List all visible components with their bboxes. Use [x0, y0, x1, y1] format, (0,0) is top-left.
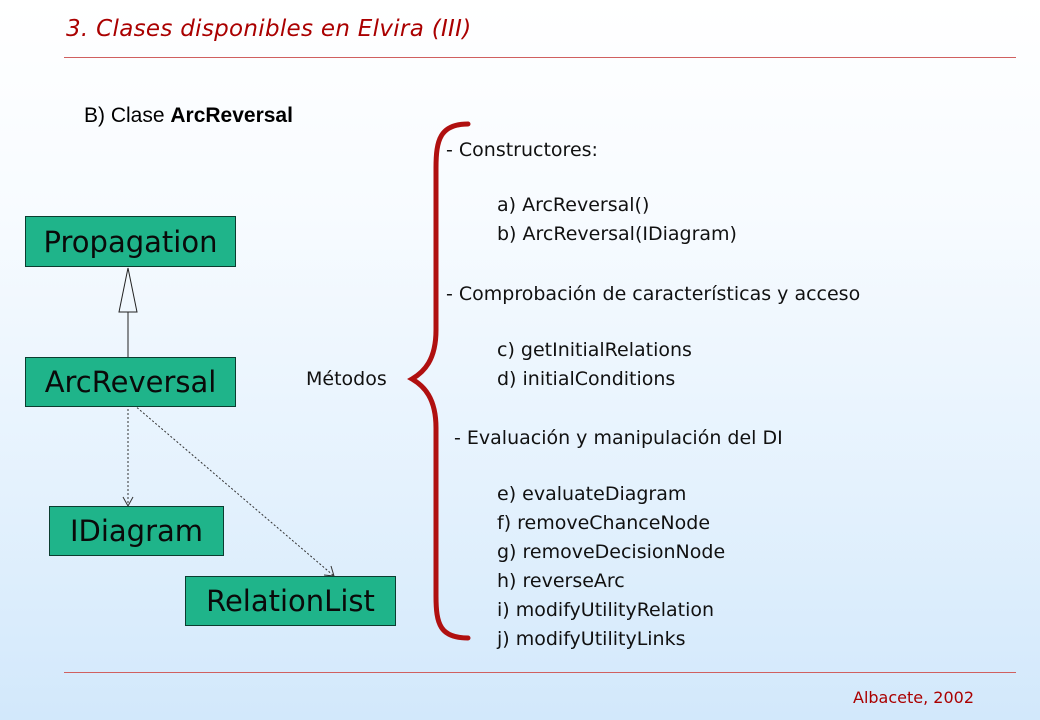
propagation-class-box: Propagation [25, 216, 236, 267]
methods-brace [407, 121, 471, 641]
method-item: g) removeDecisionNode [497, 541, 726, 563]
arcreversal-class-label: ArcReversal [44, 365, 217, 399]
subtitle-prefix: B) Clase [84, 104, 171, 127]
method-item: c) getInitialRelations [497, 339, 692, 361]
method-item: i) modifyUtilityRelation [497, 599, 715, 621]
bottom-divider [64, 672, 1016, 673]
method-item: h) reverseArc [497, 570, 625, 592]
group-heading-checks-access: - Comprobación de características y acce… [446, 283, 861, 305]
subtitle-class-name: ArcReversal [170, 104, 293, 127]
method-item: f) removeChanceNode [497, 512, 711, 534]
relationlist-class-label: RelationList [206, 584, 375, 618]
section-subtitle: B) Clase ArcReversal [84, 104, 293, 128]
group-heading-constructors: - Constructores: [446, 139, 598, 161]
method-item: e) evaluateDiagram [497, 483, 687, 505]
method-item: a) ArcReversal() [497, 194, 650, 216]
slide-title: 3. Clases disponibles en Elvira (III) [66, 16, 472, 42]
footer-location-date: Albacete, 2002 [853, 688, 974, 707]
idiagram-class-label: IDiagram [69, 514, 204, 548]
method-item: d) initialConditions [497, 368, 676, 390]
top-divider [64, 57, 1016, 58]
relationlist-class-box: RelationList [185, 576, 396, 626]
method-item: j) modifyUtilityLinks [497, 628, 686, 650]
arcreversal-class-box: ArcReversal [25, 357, 236, 407]
propagation-class-label: Propagation [43, 224, 218, 259]
methods-label: Métodos [306, 368, 387, 390]
idiagram-class-box: IDiagram [49, 506, 224, 556]
method-item: b) ArcReversal(IDiagram) [497, 223, 737, 245]
group-heading-evaluation: - Evaluación y manipulación del DI [454, 427, 783, 449]
inheritance-arrowhead [118, 267, 138, 313]
